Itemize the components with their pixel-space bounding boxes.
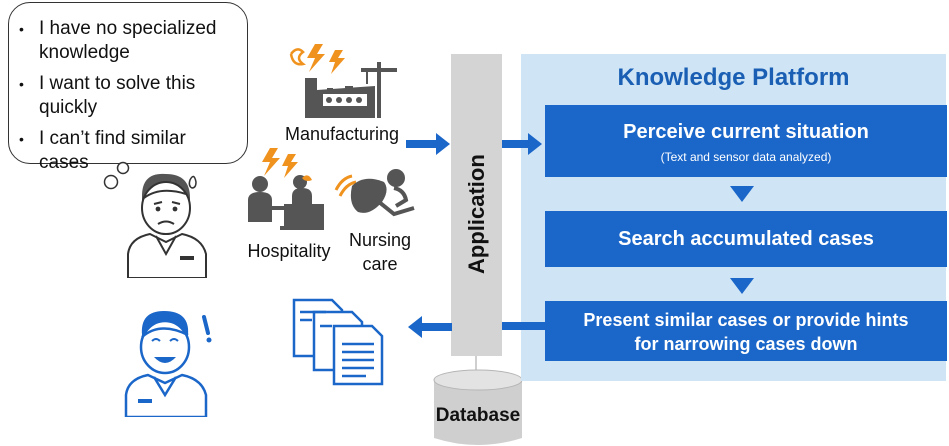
worry-item: I want to solve this quickly: [17, 72, 239, 120]
step-search-cases: Search accumulated cases: [545, 211, 947, 267]
step2-title: Search accumulated cases: [618, 228, 874, 250]
down-arrow-1: [730, 186, 754, 202]
hotel-reception-icon: [248, 175, 324, 230]
thought-bubble-icon: [103, 161, 130, 190]
platform-title: Knowledge Platform: [617, 64, 850, 91]
application-label-svg: Application: [464, 154, 489, 274]
platform-to-application-line: [502, 322, 545, 330]
db-connector: [475, 356, 477, 376]
manufacturing-label: Manufacturing: [284, 124, 400, 144]
application-to-platform-arrow: [502, 133, 542, 155]
nursing-label-line2: care: [362, 254, 398, 274]
lightning-icon: [262, 148, 298, 178]
application-label: Application: [464, 154, 489, 274]
documents-icon: [292, 298, 384, 386]
worry-item: I have no specialized knowledge: [17, 17, 239, 65]
database-label: Database: [435, 405, 521, 426]
application-column: [451, 54, 502, 356]
fields-to-application-arrow: [406, 133, 450, 155]
step-perceive-situation: Perceive current situation (Text and sen…: [545, 105, 947, 177]
worries-bubble: I have no specialized knowledge I want t…: [8, 2, 248, 173]
application-to-documents-arrow: [408, 316, 452, 338]
down-arrow-2: [730, 278, 754, 294]
step3-line2: for narrowing cases down: [634, 334, 858, 354]
worried-person-icon: [127, 173, 207, 278]
step-present-cases: Present similar cases or provide hints f…: [545, 301, 947, 361]
nursing-label-line1: Nursing: [348, 230, 412, 250]
lightning-icon: [289, 44, 345, 74]
factory-icon: [305, 62, 397, 118]
step3-line1: Present similar cases or provide hints: [583, 310, 909, 330]
hospitality-label: Hospitality: [247, 241, 331, 261]
database-cylinder-icon: [433, 369, 523, 445]
nursing-care-label: Nursing care: [344, 228, 416, 276]
worry-item: I can’t find similar cases: [17, 127, 239, 175]
step1-note: (Text and sensor data analyzed): [660, 150, 832, 164]
elderly-care-icon: [334, 169, 415, 217]
happy-person-icon: [124, 311, 212, 417]
step1-title: Perceive current situation: [623, 121, 869, 143]
